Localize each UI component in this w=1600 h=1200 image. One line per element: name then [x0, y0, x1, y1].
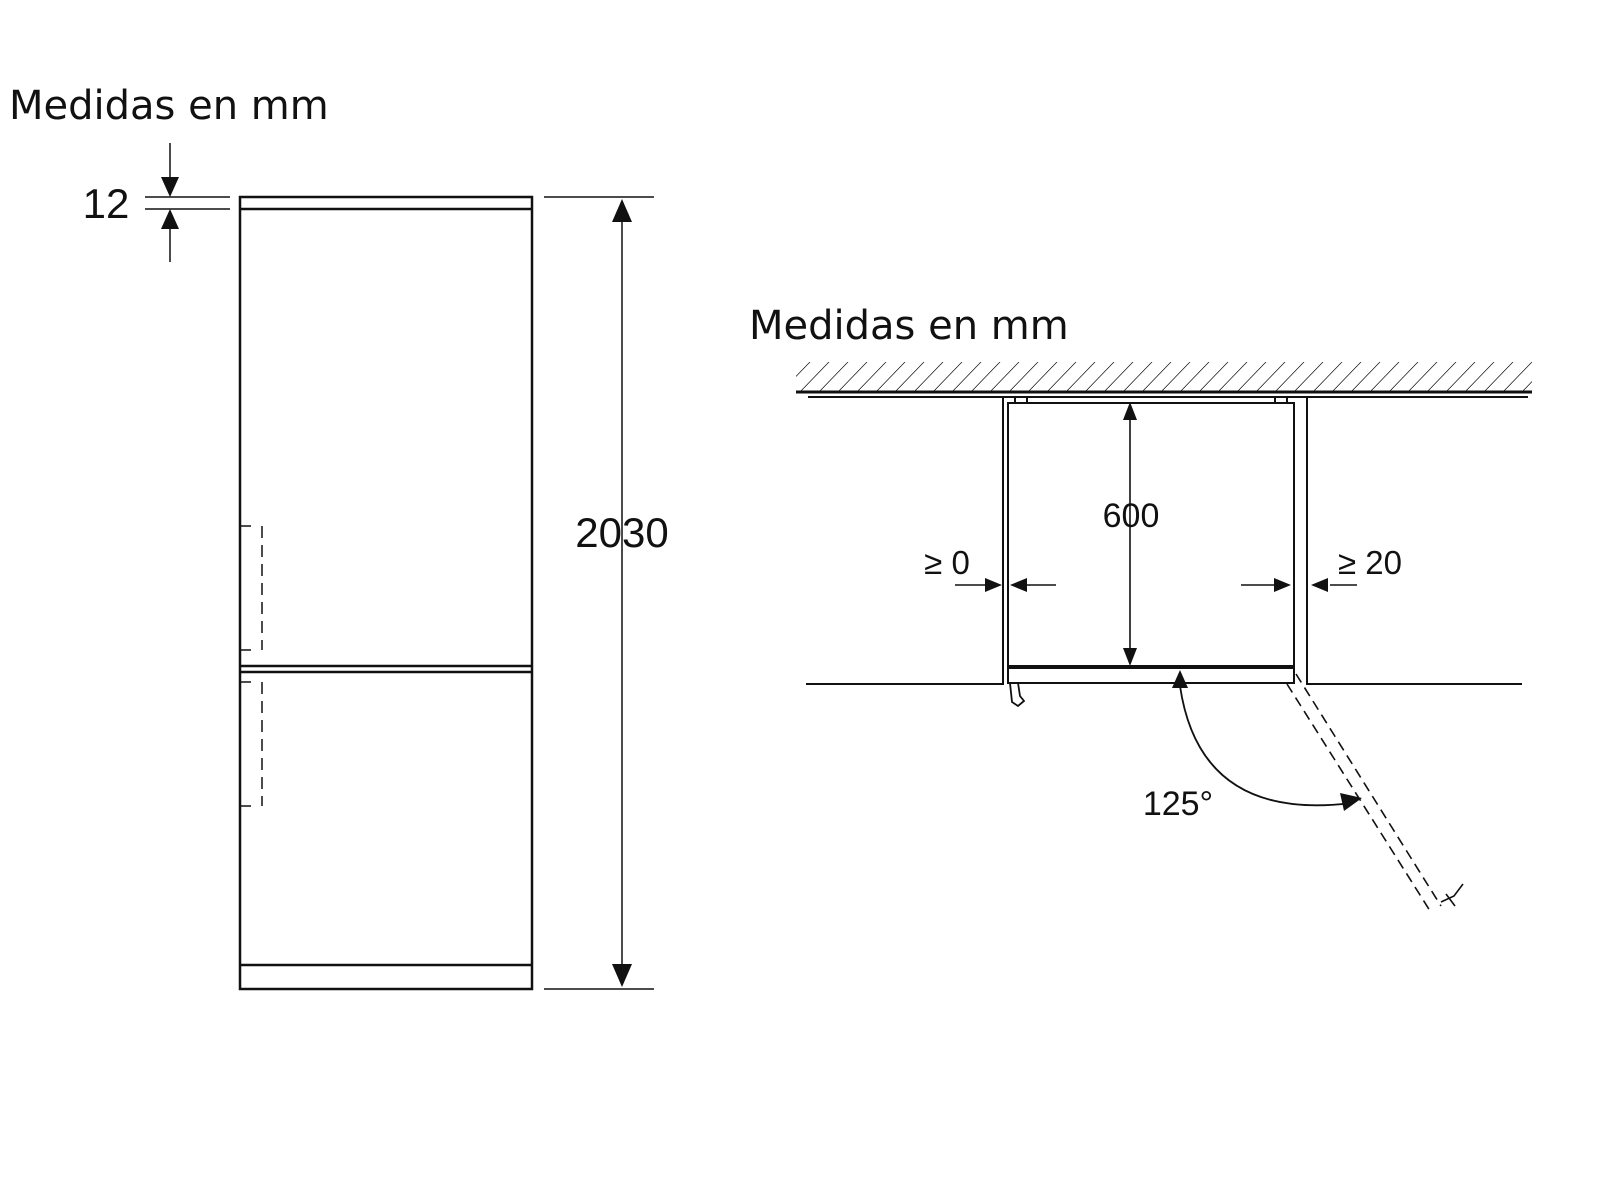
depth-dimension	[1123, 402, 1137, 666]
arrow-up-icon	[1172, 670, 1188, 688]
arrow-down-icon	[612, 964, 632, 987]
left-cabinet-side	[806, 397, 1004, 685]
door-angle-arc	[1172, 670, 1362, 811]
arrow-up-icon	[1123, 402, 1137, 420]
top-gap-label: 12	[83, 180, 130, 227]
upper-handle-hidden	[241, 525, 263, 651]
arrow-right-icon	[1340, 793, 1362, 811]
hinge	[1009, 682, 1026, 708]
lower-handle-hidden	[241, 681, 263, 807]
appliance-outline	[238, 195, 534, 991]
height-dimension	[544, 196, 654, 990]
front-view-caption: Medidas en mm	[9, 83, 329, 129]
arrow-right-icon	[985, 578, 1002, 592]
arrow-up-icon	[161, 209, 179, 229]
height-label: 2030	[575, 509, 668, 556]
arrow-down-icon	[1123, 648, 1137, 666]
left-clearance-dimension	[955, 578, 1056, 592]
plan-view-caption: Medidas en mm	[749, 303, 1069, 349]
door-closed	[1007, 667, 1295, 684]
arrow-down-icon	[161, 177, 179, 197]
arrow-right-icon	[1274, 578, 1291, 592]
open-door-handle	[1440, 883, 1464, 907]
front-view	[145, 143, 654, 991]
depth-label: 600	[1103, 497, 1160, 535]
right-cabinet-side	[1306, 397, 1522, 685]
right-clearance-dimension	[1241, 578, 1357, 592]
plan-view	[796, 362, 1532, 915]
arrow-up-icon	[612, 199, 632, 222]
top-gap-dimension	[145, 143, 230, 262]
left-spacer	[1014, 396, 1028, 404]
arrow-left-icon	[1311, 578, 1328, 592]
wall-hatching	[796, 362, 1532, 392]
door-angle-label: 125°	[1143, 785, 1213, 823]
right-spacer	[1274, 396, 1288, 404]
right-clearance-label: ≥ 20	[1338, 544, 1402, 581]
door-open-dashed	[1286, 673, 1442, 915]
appliance-body-plan	[1007, 402, 1295, 667]
left-clearance-label: ≥ 0	[924, 544, 970, 581]
arrow-left-icon	[1010, 578, 1027, 592]
